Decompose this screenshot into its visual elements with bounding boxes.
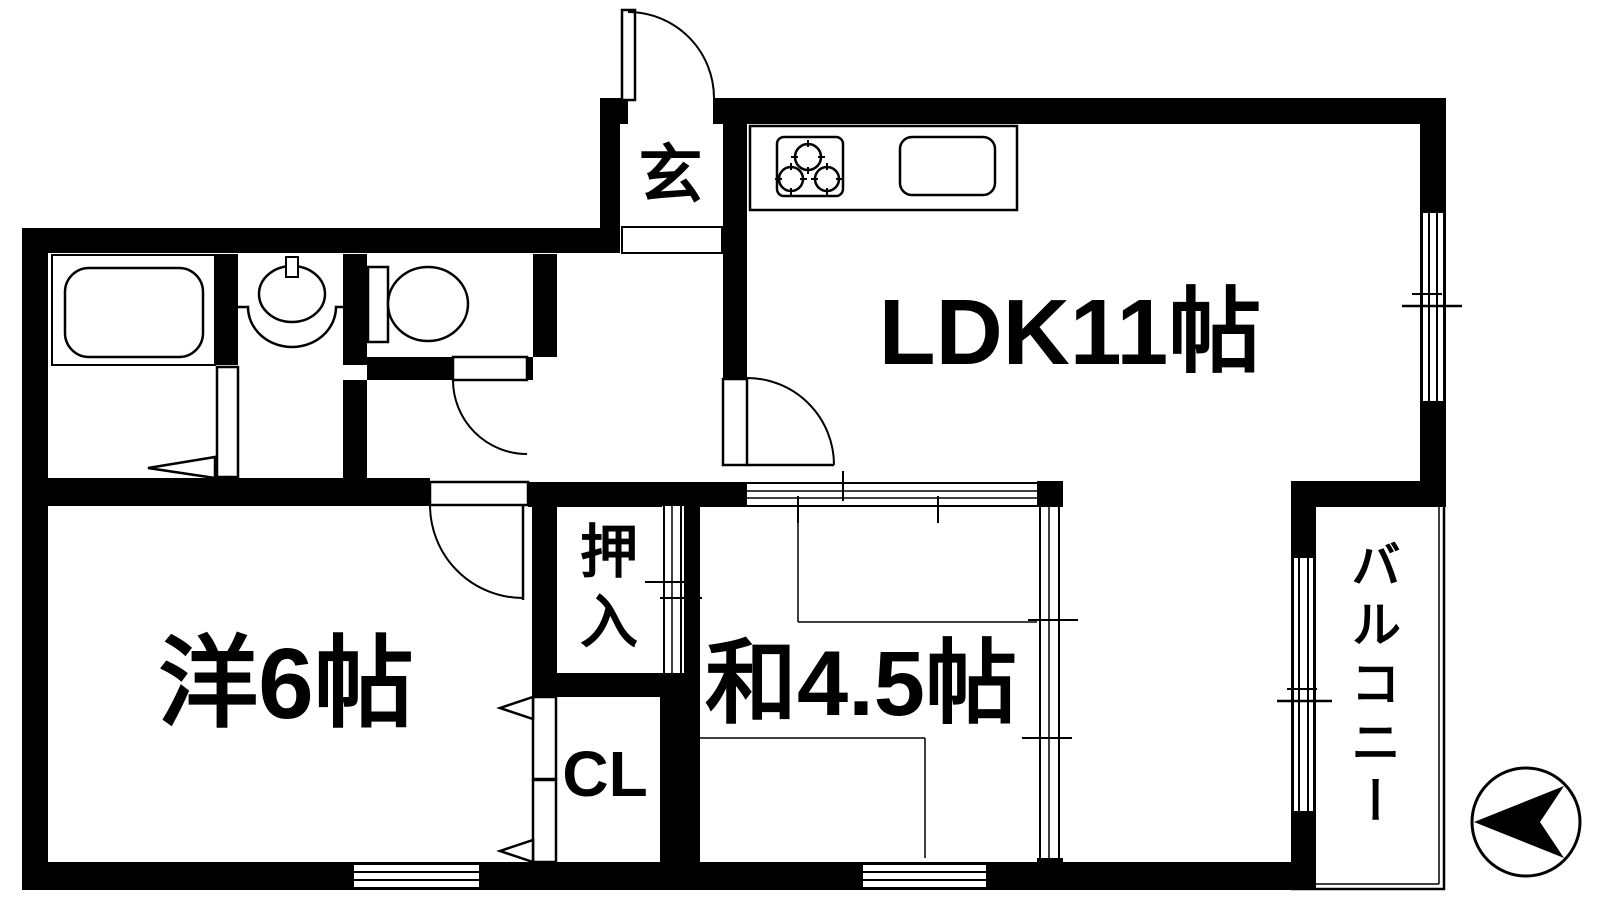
wall-washbasin-divider [343, 254, 367, 365]
washbasin [238, 256, 343, 349]
wall-oshiire-left [532, 482, 557, 697]
fusuma-japanese-north [747, 471, 1037, 523]
toilet-tank [366, 265, 390, 344]
compass-arrow-icon [1474, 786, 1564, 858]
bathtub [63, 266, 205, 359]
kitchen-sink [898, 135, 997, 197]
window-japanese-south [861, 863, 988, 889]
wall-entry-left [600, 98, 620, 253]
window-western-south [352, 863, 481, 889]
cl-bifold-doors [496, 695, 558, 864]
closet-label: CL [562, 738, 648, 810]
bathroom-folding-door [147, 365, 240, 480]
western-room-door [428, 478, 530, 600]
wall-left-outer [22, 228, 48, 890]
kitchen-counter [748, 124, 1019, 212]
wall-closets-top [528, 482, 747, 507]
western-room-label: 洋6帖 [158, 628, 414, 740]
toilet [366, 265, 470, 344]
entrance-opening [628, 96, 713, 126]
tatami-lines [700, 507, 1037, 858]
wall-top-left-outer [22, 228, 620, 253]
fixtures [51, 124, 1582, 891]
fusuma-japanese-east [1022, 507, 1078, 858]
balcony-railing [1291, 482, 1446, 891]
entrance-door [620, 8, 715, 102]
wall-corner-block-top [1037, 481, 1063, 507]
wall-washbasin-lower [343, 380, 367, 478]
genkan-step [621, 226, 723, 254]
fusuma-oshiire [645, 506, 702, 673]
toilet-bowl [386, 265, 470, 343]
windows [352, 96, 1462, 889]
wall-toilet-right [533, 254, 557, 357]
compass [1470, 766, 1582, 878]
wall-oshiire-cl-divider [533, 673, 684, 697]
japanese-room-label: 和4.5帖 [705, 633, 1017, 735]
wall-balcony-top [1291, 481, 1446, 507]
wall-japanese-left [684, 506, 700, 862]
washbasin-tap [285, 256, 299, 278]
wall-corner-block-bottom [1037, 858, 1063, 890]
toilet-door [451, 355, 529, 455]
wall-cl-right [660, 697, 684, 862]
entrance-label: 玄 [638, 139, 703, 211]
bath-unit-outline [51, 254, 216, 366]
wall-hall-ldk [723, 124, 747, 378]
oshiire-label: 押入 [571, 521, 636, 661]
doors [147, 8, 835, 864]
wall-bottom-outer [22, 862, 1316, 890]
burner-ticks [775, 140, 843, 195]
window-ldk-east [1402, 211, 1462, 403]
sliding-doors [645, 471, 1078, 858]
window-balcony-door [1277, 556, 1332, 813]
wall-western-top [22, 478, 430, 506]
ldk-label: LDK11帖 [878, 279, 1262, 384]
walls [22, 98, 1446, 890]
balcony-label: バルコニー [1344, 538, 1400, 834]
wall-top-outer [600, 98, 1446, 124]
wall-bath-divider [215, 254, 238, 365]
hall-ldk-door [721, 377, 835, 467]
